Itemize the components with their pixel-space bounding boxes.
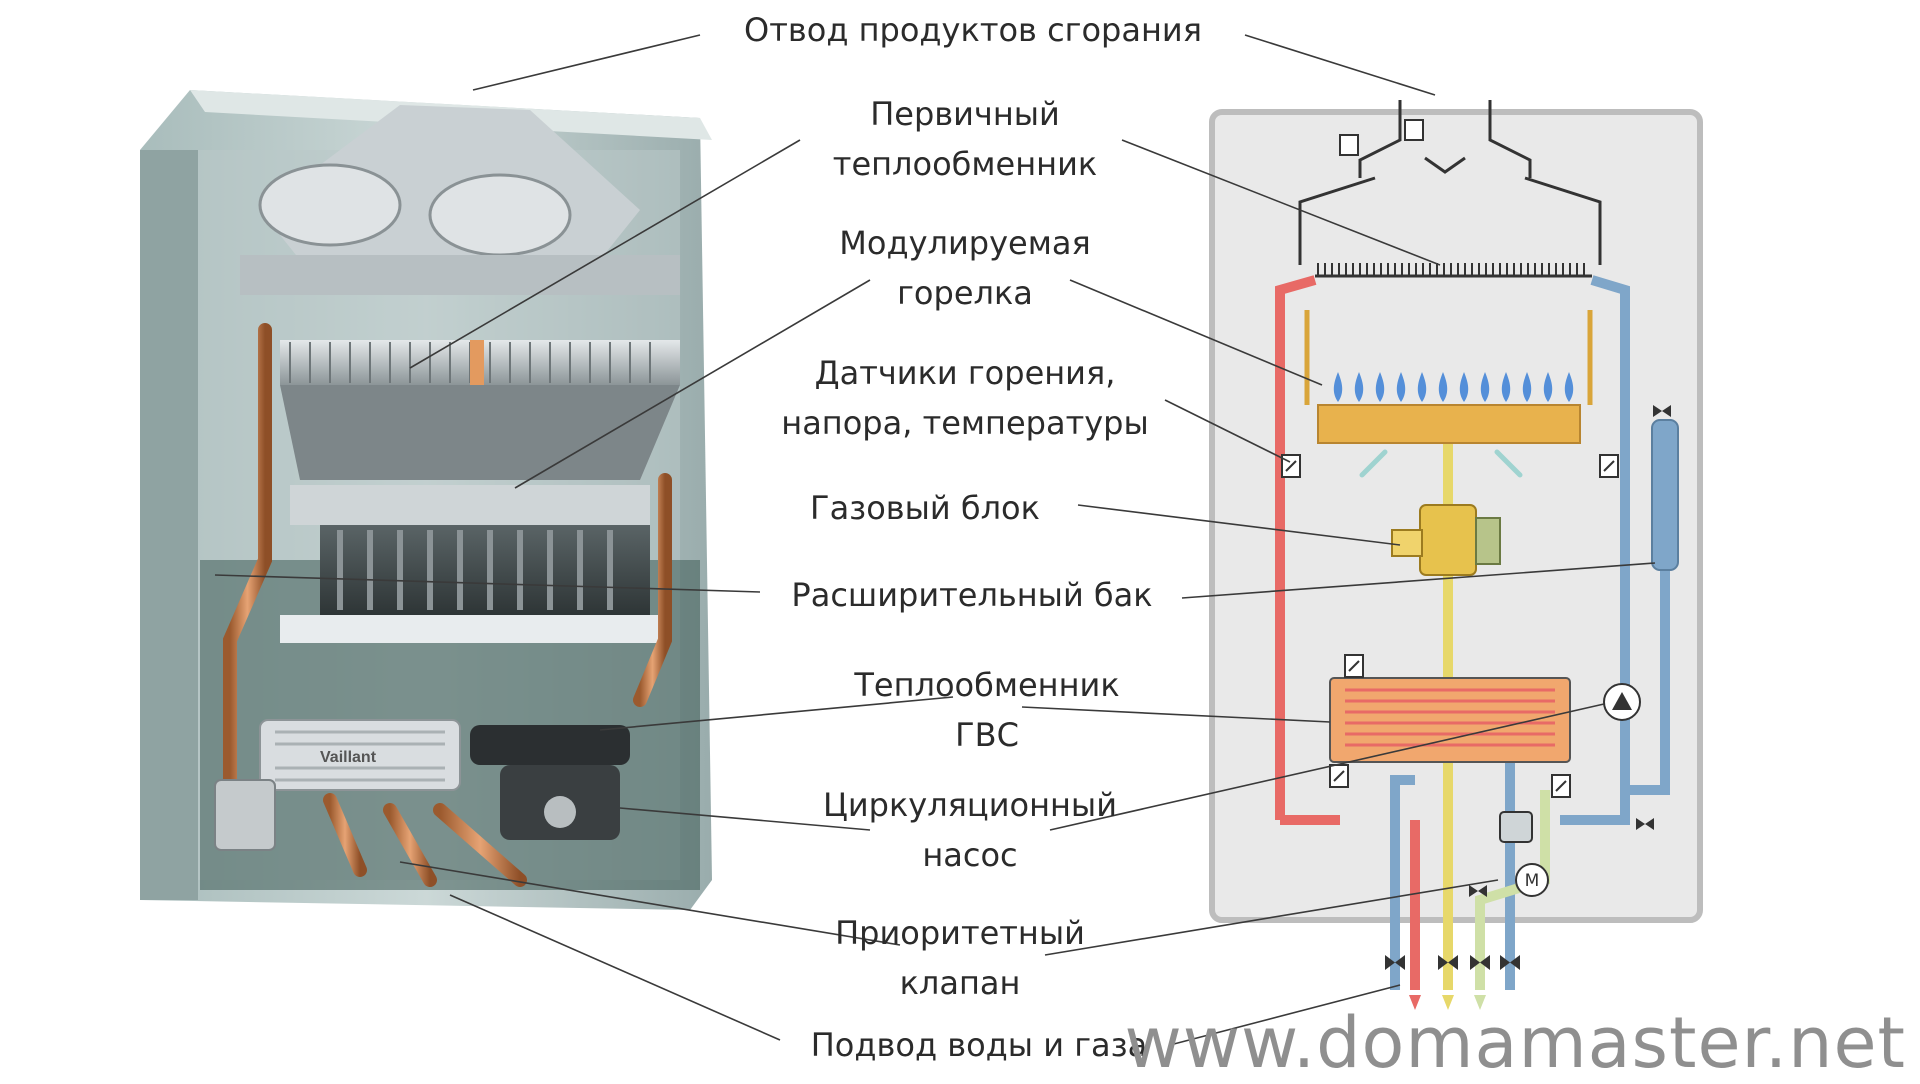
flame-icon [1375,372,1385,402]
leader-pump-right [1049,703,1605,831]
shutoff-valve-icon [1470,955,1490,970]
label-exhaust: Отвод продуктов сгорания [744,11,1202,49]
flame-icon [1564,372,1574,402]
flame-icon [1354,372,1364,402]
flame-icon [1396,372,1406,402]
burner-flames [1333,372,1574,402]
outlet-arrows [1409,995,1486,1010]
label-gas-valve: Газовый блок [810,489,1040,527]
leader-priority-left [399,861,901,946]
flame-icon [1522,372,1532,402]
shutoff-valve-icon [1438,955,1458,970]
label-water-gas-inlet: Подвод воды и газа [810,1026,1148,1064]
copper-pipes [193,323,672,887]
dhw-heat-exchanger-symbol [1329,677,1571,763]
leader-primary-hx-left [409,139,801,369]
flame-icon [1480,372,1490,402]
pump-render [470,725,630,840]
label-priority-valve: Приоритетный клапан [835,914,1085,1002]
flame-icon [1459,372,1469,402]
leader-expansion-left [214,574,761,593]
leader-priority-right [1044,879,1499,956]
gas-valve-symbol [1391,504,1501,576]
watermark: www.domamaster.net [1124,1002,1906,1084]
leader-inlet-left [449,894,781,1041]
sensor-icon [1344,654,1364,678]
flame-icon [1417,372,1427,402]
sensor-icons [1281,454,1619,798]
sensor-icon [1551,774,1571,798]
leader-expansion-right [1181,562,1656,599]
shutoff-valve-icon [1385,955,1405,970]
dhw-heat-exchanger-render [259,719,461,791]
leader-dhw-left [599,696,954,731]
leader-dhw-right [1021,706,1331,723]
flame-icon [1438,372,1448,402]
leader-burner-left [514,279,871,489]
primary-heat-exchanger-render [280,340,680,480]
valve-icon [1469,885,1487,897]
shutoff-valve-icon [1500,955,1520,970]
flue-hood [240,105,680,295]
label-primary-heat-exchanger: Первичный теплообменник [832,95,1098,183]
motor-letter: M [1525,871,1540,891]
primary-heat-exchanger-fins [1317,263,1585,276]
expansion-tank-symbol [1651,419,1679,571]
label-circulation-pump: Циркуляционный насос [823,786,1117,874]
burner-render [280,485,660,643]
label-modulating-burner: Модулируемая горелка [839,224,1091,312]
flue-outlet [1298,100,1602,265]
leader-inlet-right [1169,984,1401,1046]
valve-icon [1636,818,1654,830]
flow-arrows [1359,449,1523,478]
label-sensors: Датчики горения, напора, температуры [781,354,1149,442]
leader-sensors [1164,399,1291,463]
gas-valve-render [214,779,276,851]
valve-icon [1653,405,1671,417]
leader-burner-right [1069,279,1323,386]
flow-pipe-hot [1275,275,1340,825]
pump-symbol [1603,683,1641,721]
label-expansion-tank: Расширительный бак [791,576,1153,614]
flue-sensor-icon [1339,119,1424,156]
brand-logo: Vaillant [320,749,377,766]
connection-valves [1385,405,1671,970]
flame-icon [1543,372,1553,402]
flame-icon [1333,372,1343,402]
priority-valve-symbol: M [1499,811,1549,897]
leader-pump-left [619,807,871,831]
sensor-icon [1599,454,1619,478]
label-dhw-heat-exchanger: Теплообменник ГВС [854,666,1120,754]
leader-exhaust-right [1244,34,1436,96]
flame-icon [1501,372,1511,402]
cold-water-pipe [1475,790,1550,990]
leader-exhaust-left [472,34,701,91]
leader-primary-hx-right [1121,139,1441,266]
leader-gas-valve [1077,504,1401,546]
burner-manifold [1317,404,1581,444]
